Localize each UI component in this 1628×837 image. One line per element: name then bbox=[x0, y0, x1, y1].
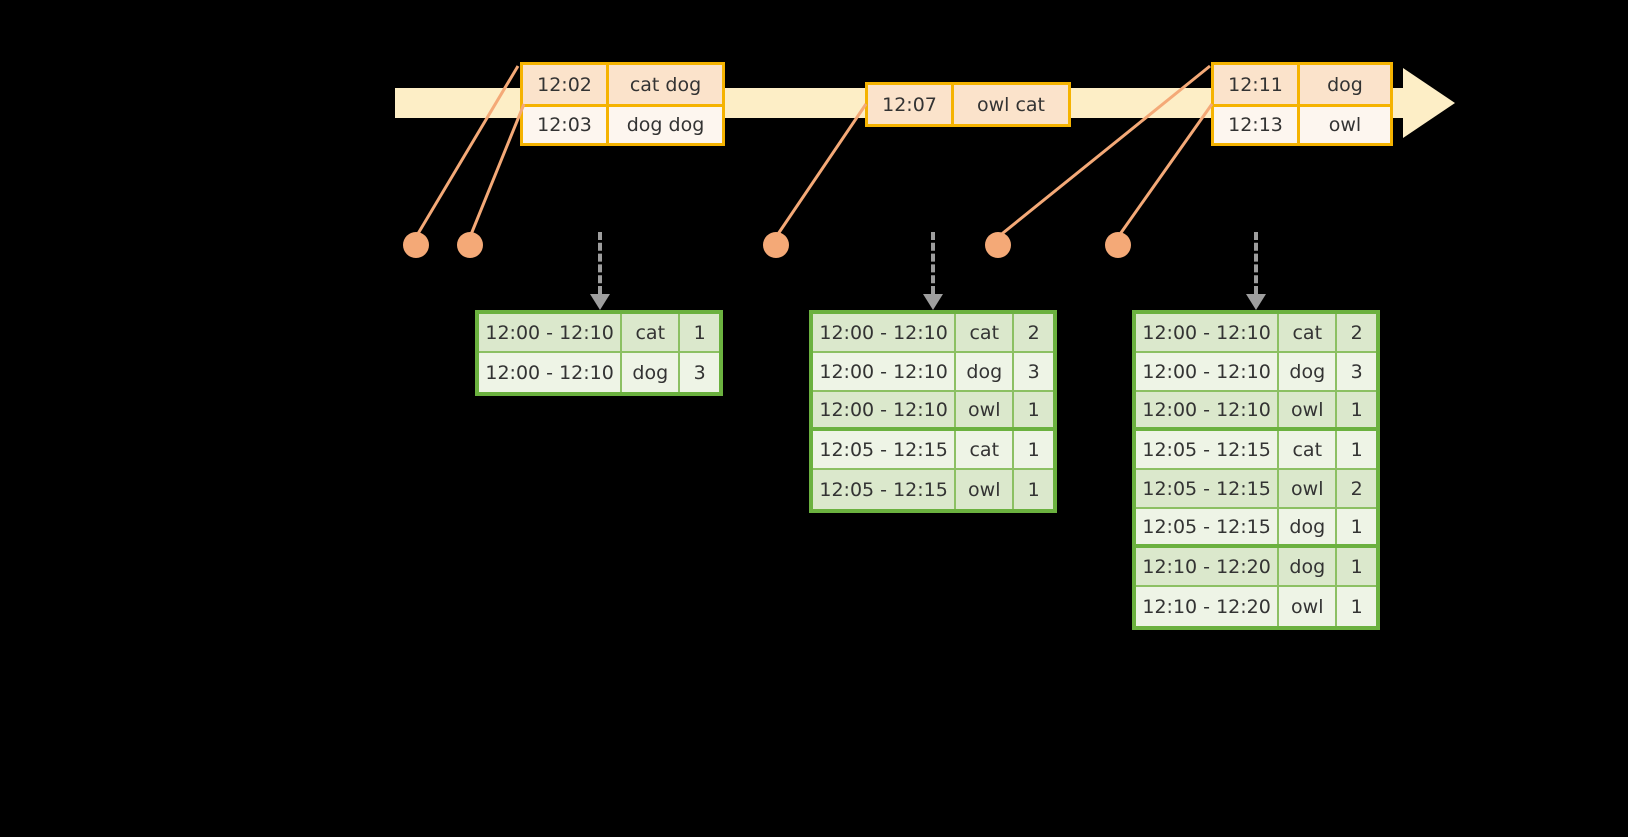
cell-count: 2 bbox=[1337, 470, 1376, 507]
cell-count: 3 bbox=[680, 353, 719, 392]
cell-count: 1 bbox=[680, 314, 719, 351]
cell-word: cat bbox=[956, 314, 1015, 351]
cell-word: owl bbox=[1279, 587, 1338, 626]
connector-dot-5 bbox=[1105, 232, 1131, 258]
cell-window: 12:00 - 12:10 bbox=[813, 392, 957, 427]
event-row: 12:13 owl bbox=[1214, 104, 1390, 143]
event-payload: owl bbox=[1300, 107, 1390, 143]
cell-window: 12:05 - 12:15 bbox=[1136, 470, 1280, 507]
cell-window: 12:00 - 12:10 bbox=[1136, 314, 1280, 351]
event-time: 12:11 bbox=[1214, 65, 1300, 104]
event-time: 12:02 bbox=[523, 65, 609, 104]
cell-count: 1 bbox=[1337, 392, 1376, 427]
cell-window: 12:00 - 12:10 bbox=[479, 314, 623, 351]
connector-dot-1 bbox=[403, 232, 429, 258]
event-payload: owl cat bbox=[954, 85, 1068, 124]
cell-word: dog bbox=[622, 353, 681, 392]
cell-count: 1 bbox=[1014, 470, 1053, 509]
timeline-arrowhead-icon bbox=[1403, 68, 1455, 138]
cell-window: 12:10 - 12:20 bbox=[1136, 587, 1280, 626]
cell-count: 1 bbox=[1337, 548, 1376, 585]
cell-count: 1 bbox=[1014, 392, 1053, 427]
cell-window: 12:00 - 12:10 bbox=[1136, 392, 1280, 427]
cell-count: 3 bbox=[1337, 353, 1376, 390]
cell-word: owl bbox=[956, 392, 1015, 427]
event-payload: dog dog bbox=[609, 107, 722, 143]
cell-word: owl bbox=[1279, 392, 1338, 427]
event-time: 12:03 bbox=[523, 107, 609, 143]
connector-dot-3 bbox=[763, 232, 789, 258]
event-box-group-1[interactable]: 12:02 cat dog 12:03 dog dog bbox=[520, 62, 725, 146]
cell-count: 1 bbox=[1337, 587, 1376, 626]
cell-word: dog bbox=[1279, 353, 1338, 390]
cell-word: cat bbox=[1279, 431, 1338, 468]
cell-count: 1 bbox=[1014, 431, 1053, 468]
cell-word: dog bbox=[956, 353, 1015, 390]
connector-dot-4 bbox=[985, 232, 1011, 258]
cell-window: 12:05 - 12:15 bbox=[1136, 509, 1280, 544]
cell-window: 12:00 - 12:10 bbox=[1136, 353, 1280, 390]
connector-dot-2 bbox=[457, 232, 483, 258]
event-row: 12:03 dog dog bbox=[523, 104, 722, 143]
cell-word: cat bbox=[956, 431, 1015, 468]
cell-word: cat bbox=[622, 314, 681, 351]
cell-window: 12:05 - 12:15 bbox=[1136, 431, 1280, 468]
event-row: 12:02 cat dog bbox=[523, 65, 722, 104]
event-time: 12:13 bbox=[1214, 107, 1300, 143]
cell-word: dog bbox=[1279, 509, 1338, 544]
cell-count: 2 bbox=[1337, 314, 1376, 351]
cell-window: 12:00 - 12:10 bbox=[479, 353, 623, 392]
cell-word: owl bbox=[1279, 470, 1338, 507]
cell-count: 1 bbox=[1337, 431, 1376, 468]
cell-count: 1 bbox=[1337, 509, 1376, 544]
event-time: 12:07 bbox=[868, 85, 954, 124]
cell-window: 12:05 - 12:15 bbox=[813, 431, 957, 468]
cell-count: 3 bbox=[1014, 353, 1053, 390]
event-row: 12:11 dog bbox=[1214, 65, 1390, 104]
event-box-group-2[interactable]: 12:07 owl cat bbox=[865, 82, 1071, 127]
cell-window: 12:00 - 12:10 bbox=[813, 314, 957, 351]
event-box-group-3[interactable]: 12:11 dog 12:13 owl bbox=[1211, 62, 1393, 146]
cell-word: cat bbox=[1279, 314, 1338, 351]
event-payload: dog bbox=[1300, 65, 1390, 104]
cell-word: dog bbox=[1279, 548, 1338, 585]
event-row: 12:07 owl cat bbox=[868, 85, 1068, 124]
cell-window: 12:10 - 12:20 bbox=[1136, 548, 1280, 585]
cell-window: 12:00 - 12:10 bbox=[813, 353, 957, 390]
event-payload: cat dog bbox=[609, 65, 722, 104]
cell-count: 2 bbox=[1014, 314, 1053, 351]
cell-word: owl bbox=[956, 470, 1015, 509]
cell-window: 12:05 - 12:15 bbox=[813, 470, 957, 509]
